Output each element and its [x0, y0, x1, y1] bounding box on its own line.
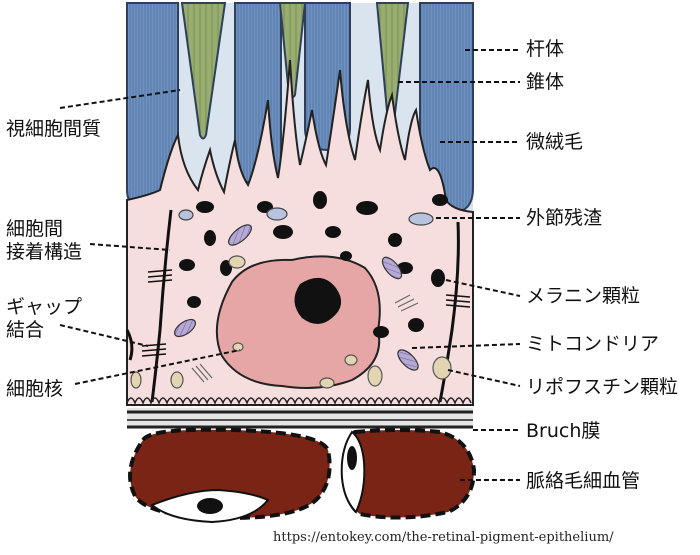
- phagosome-striations: [191, 294, 419, 383]
- outer-segment-debris: [178, 207, 434, 226]
- source-url: https://entokey.com/the-retinal-pigment-…: [273, 530, 614, 545]
- lipofuscin-granules: [130, 255, 452, 389]
- intercellular-junctions: [125, 209, 460, 403]
- capillary-right: [343, 428, 477, 520]
- basal-infoldings: [126, 397, 472, 406]
- label-outer-segment-debris: 外節残渣: [526, 207, 603, 229]
- label-melanin-granules: メラニン顆粒: [526, 285, 641, 307]
- endothelial-nucleus-left: [197, 498, 223, 514]
- label-microvilli: 微絨毛: [526, 131, 584, 153]
- endothelial-nucleus-right: [347, 446, 357, 470]
- label-lipofuscin-granules: リポフスチン顆粒: [526, 376, 679, 398]
- cell-nucleus: [215, 255, 381, 389]
- choriocapillaris: [128, 427, 477, 524]
- label-nucleus: 細胞核: [6, 378, 64, 400]
- label-choriocapillaris: 脈絡毛細血管: [526, 470, 641, 492]
- bruch-membrane: [127, 408, 473, 429]
- endothelial-cell-right: [340, 430, 366, 514]
- label-mitochondria: ミトコンドリア: [526, 333, 660, 355]
- label-intercellular-junction: 細胞間 接着構造: [6, 218, 83, 263]
- label-bruch-membrane: Bruch膜: [526, 420, 601, 442]
- label-gap-junction: ギャップ 結合: [6, 296, 83, 341]
- label-cone: 錐体: [526, 71, 565, 93]
- leader-lines: [59, 49, 521, 481]
- mitochondria: [173, 224, 419, 371]
- cone: [180, 1, 227, 140]
- nucleolus: [294, 277, 342, 324]
- gap-junction-marks: [141, 269, 471, 357]
- rpe-cell: [126, 59, 474, 406]
- label-rod: 杆体: [526, 38, 565, 60]
- label-interphotoreceptor-matrix: 視細胞間質: [6, 118, 102, 140]
